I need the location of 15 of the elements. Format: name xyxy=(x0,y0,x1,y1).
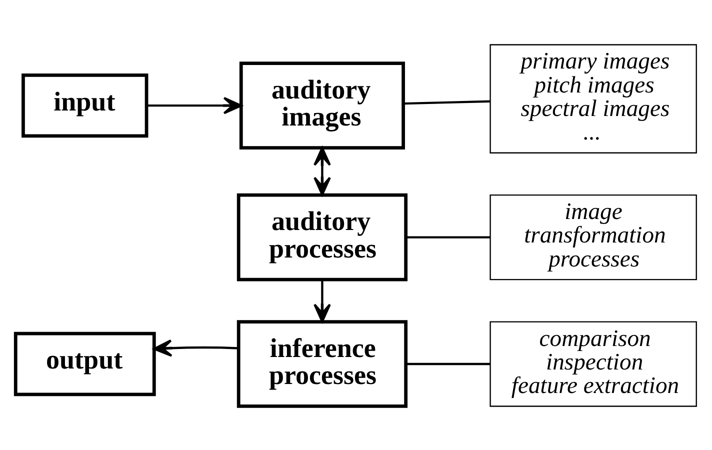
arrow xyxy=(146,96,242,114)
connector xyxy=(406,362,490,365)
connector xyxy=(406,236,490,238)
arrow xyxy=(153,338,239,356)
node-box: image transformation processes xyxy=(490,194,697,280)
node-box: comparison inspection feature extraction xyxy=(490,320,697,406)
node-box: primary images pitch images spectral images ... xyxy=(490,44,697,153)
arrow xyxy=(314,146,331,196)
node-box: auditory processes xyxy=(236,192,408,281)
node-box: input xyxy=(22,72,148,138)
node-box: inference processes xyxy=(236,320,408,408)
node-box: auditory images xyxy=(239,61,405,149)
connector xyxy=(403,100,490,104)
arrow xyxy=(314,280,331,322)
node-box: output xyxy=(14,331,156,396)
